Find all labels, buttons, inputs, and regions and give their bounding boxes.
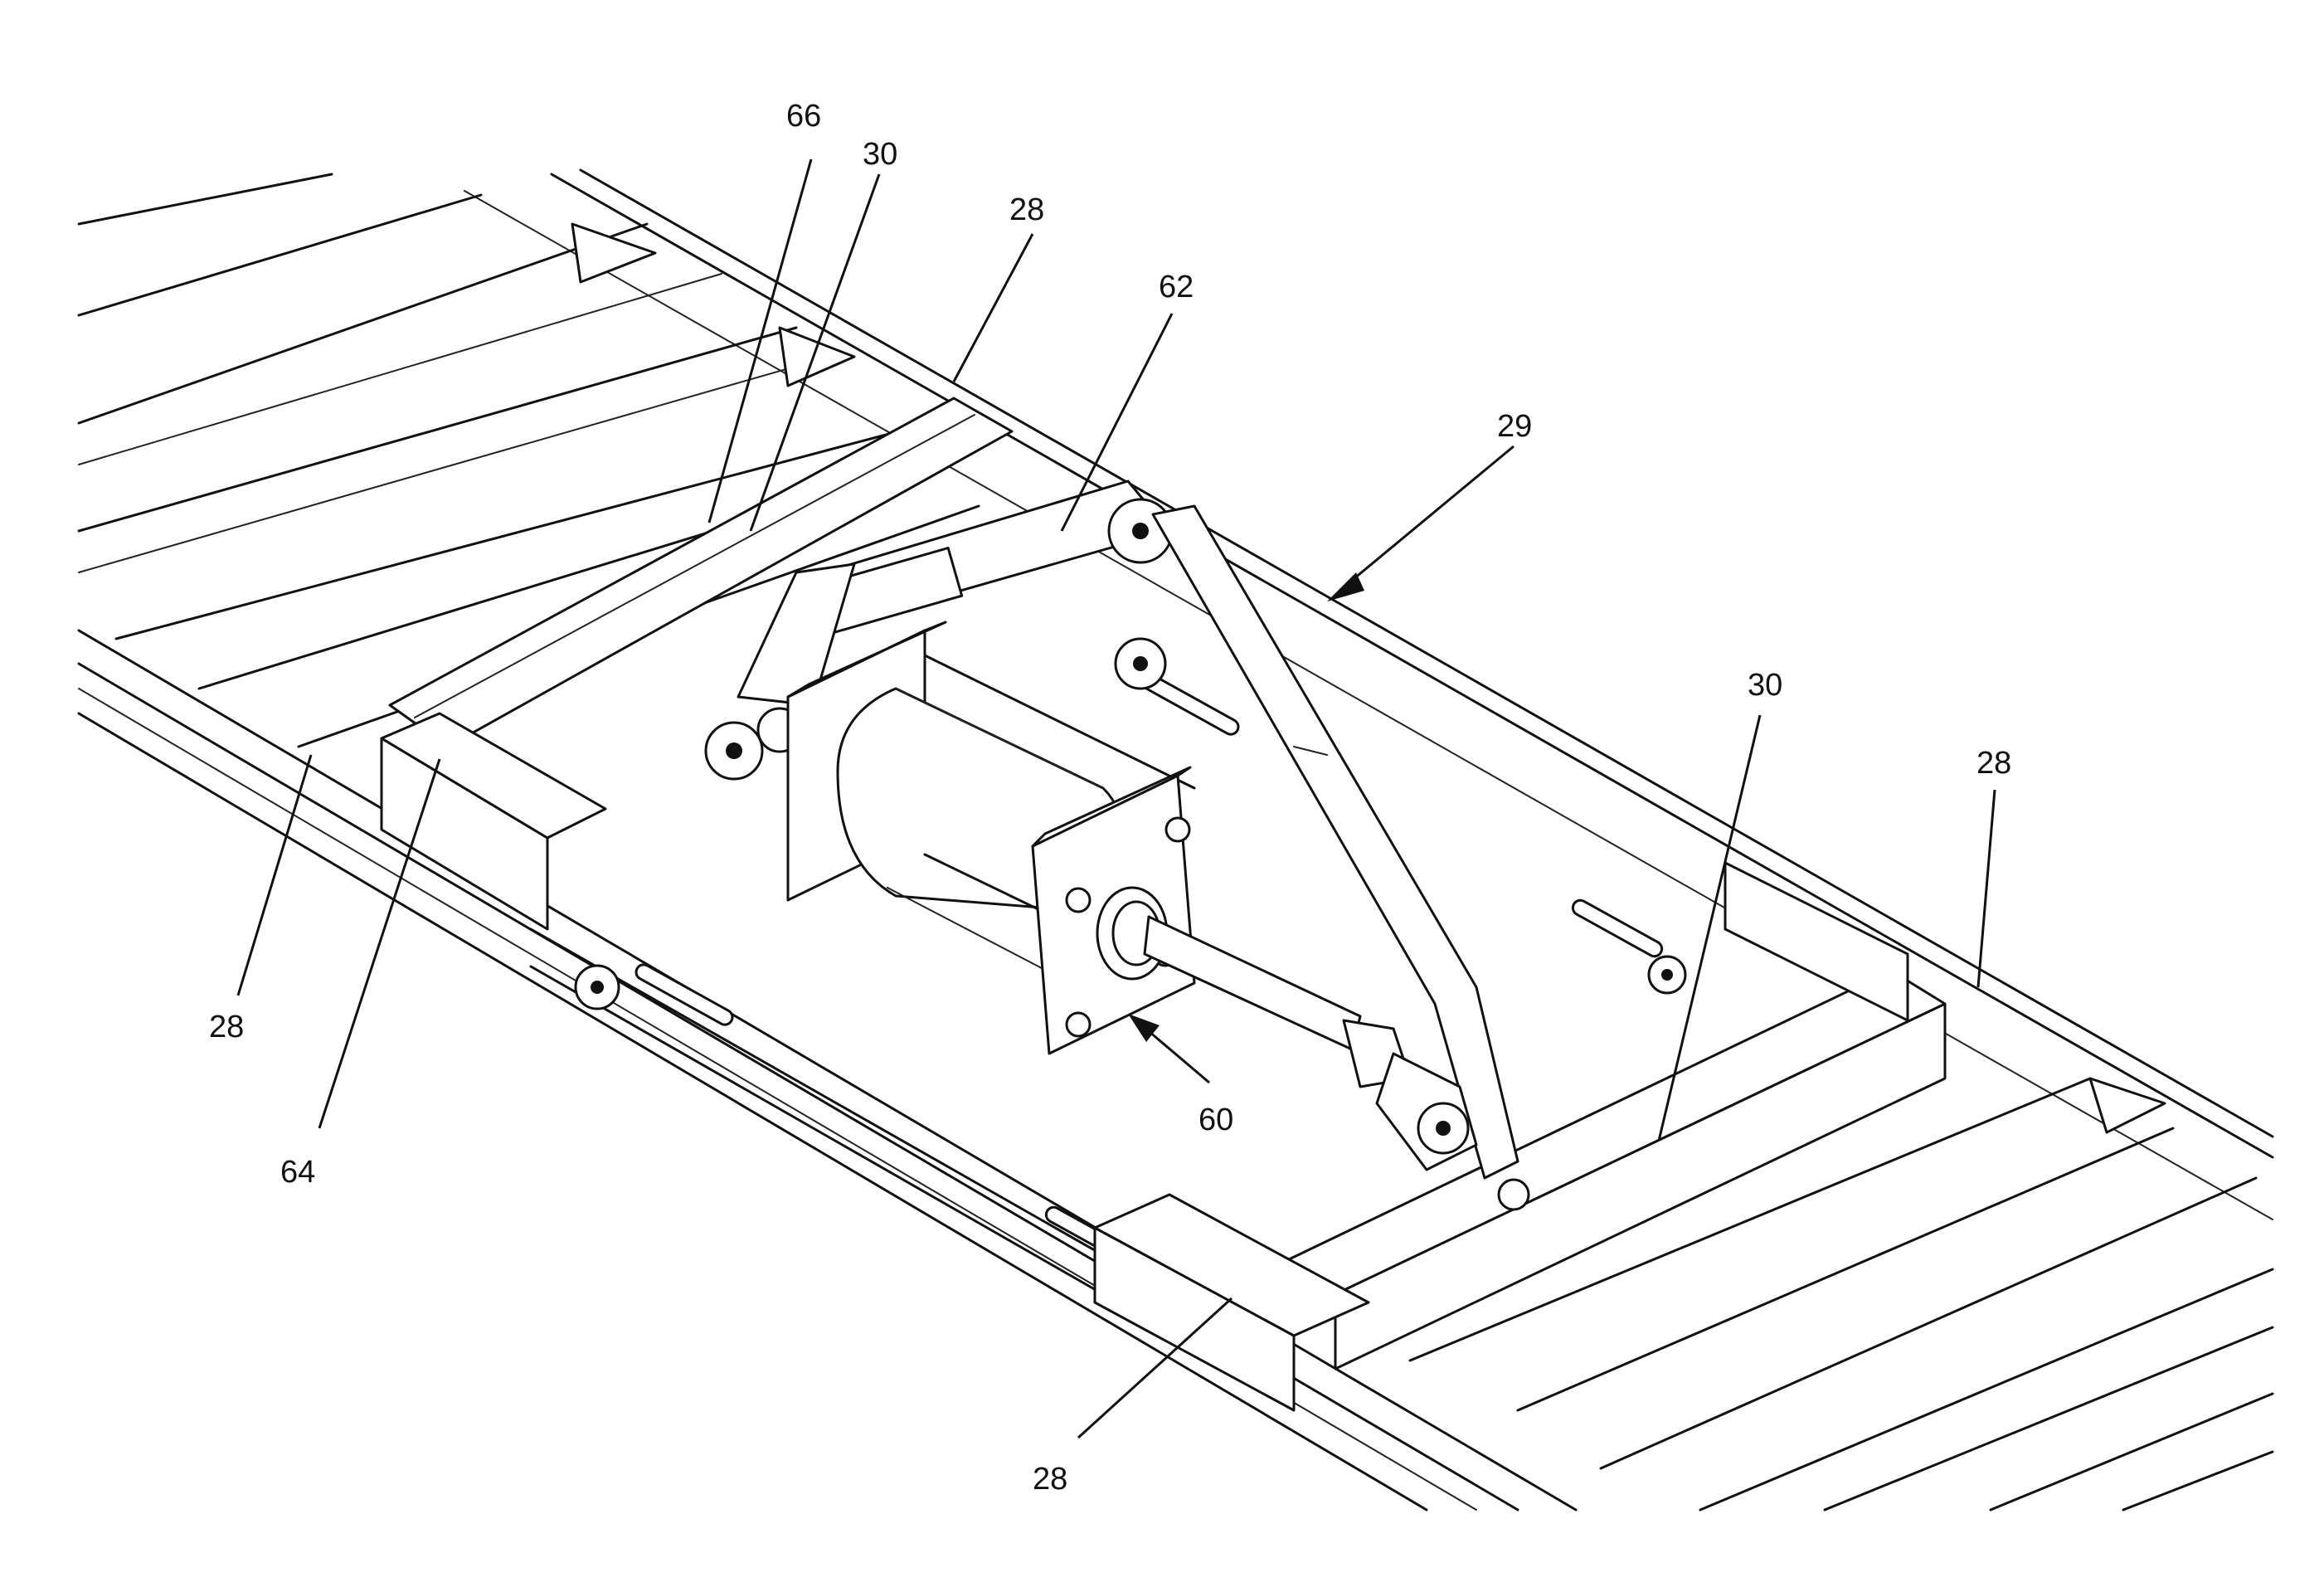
label-28-lower: 28 <box>1033 1462 1067 1497</box>
label-64: 64 <box>280 1155 315 1190</box>
label-28-upper: 28 <box>1009 192 1044 227</box>
label-28-left: 28 <box>209 1010 244 1044</box>
leader-28-left <box>238 755 311 996</box>
label-28-right: 28 <box>1976 746 2011 781</box>
label-60: 60 <box>1198 1103 1233 1137</box>
label-30-upper: 30 <box>863 137 897 172</box>
label-30-lower: 30 <box>1748 668 1782 703</box>
label-66: 66 <box>786 99 821 134</box>
arrowhead-29 <box>1327 572 1364 601</box>
leader-28-right <box>1978 790 1995 987</box>
label-29: 29 <box>1497 409 1532 444</box>
right-deck-panels <box>1095 863 2273 1510</box>
label-62: 62 <box>1159 270 1194 304</box>
leader-28-upper <box>954 234 1033 382</box>
leader-29 <box>1339 446 1514 591</box>
